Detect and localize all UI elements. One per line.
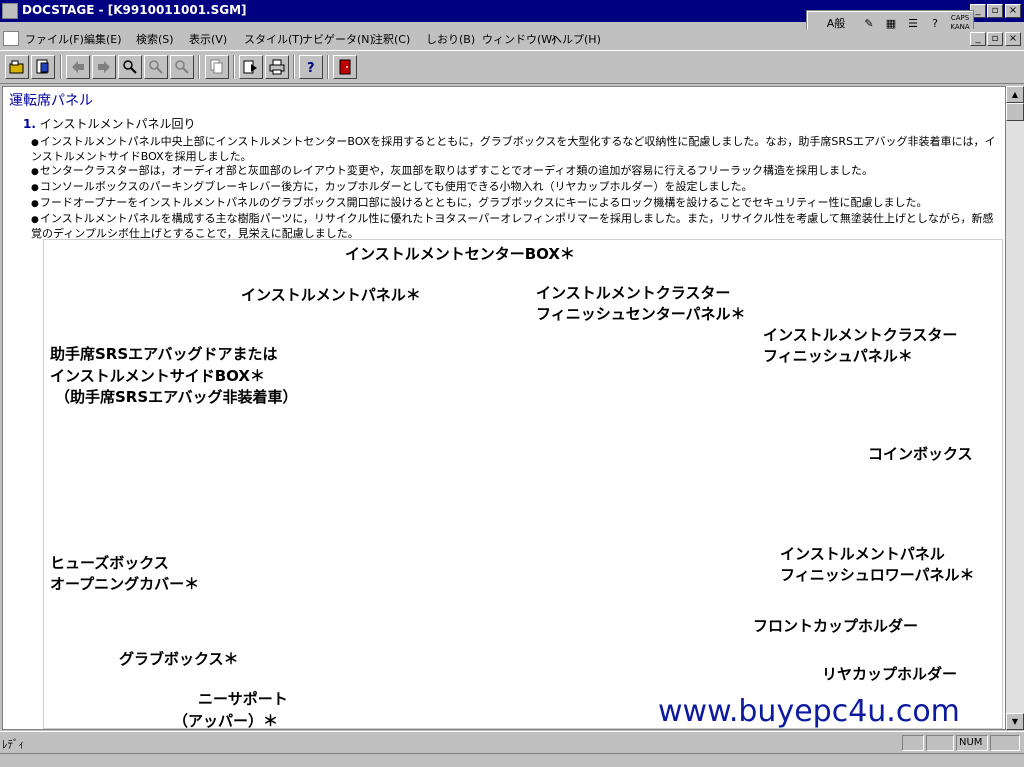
callout-airbag-door-3: （助手席SRSエアバッグ非装着車） <box>55 388 298 406</box>
menu-search[interactable]: 検索(S) <box>136 33 174 46</box>
callout-coin-box: コインボックス <box>868 445 973 463</box>
print-icon[interactable] <box>265 55 289 79</box>
callout-fuse-box-1: ヒューズボックス <box>50 554 169 572</box>
ime-mode-button[interactable]: A般 <box>826 17 846 30</box>
copy-icon[interactable] <box>205 55 229 79</box>
forward-icon[interactable] <box>92 55 116 79</box>
callout-knee-support-1: ニーサポート <box>198 690 288 708</box>
callout-glove-box: グラブボックス＊ <box>119 650 239 668</box>
ime-settings-icon[interactable]: ✎ <box>864 17 874 30</box>
exit-icon[interactable] <box>333 55 357 79</box>
callout-knee-support-2: （アッパー）＊ <box>173 712 279 730</box>
bottom-strip <box>0 753 1024 767</box>
callout-cluster-center-2: フィニッシュセンターパネル＊ <box>536 305 746 323</box>
status-pane-3 <box>990 735 1020 751</box>
scroll-up-icon[interactable]: ▲ <box>1006 86 1024 103</box>
search-icon[interactable] <box>118 55 142 79</box>
ime-pad-icon[interactable]: ▦ <box>885 17 897 30</box>
bookmark-icon[interactable] <box>31 55 55 79</box>
callout-instrument-panel: インストルメントパネル＊ <box>241 286 421 304</box>
callout-cluster-panel-1: インストルメントクラスター <box>763 326 958 344</box>
num-lock-indicator: NUM <box>956 735 988 751</box>
status-pane-1 <box>902 735 924 751</box>
dashboard-illustration <box>43 239 1003 729</box>
callout-center-box: インストルメントセンターBOX＊ <box>345 245 575 263</box>
status-pane-2 <box>926 735 954 751</box>
window-title: DOCSTAGE - [K9910011001.SGM] <box>22 3 247 17</box>
doc-close-icon[interactable]: × <box>1005 32 1021 46</box>
subsection-title: 1. インストルメントパネル回り <box>23 115 196 132</box>
back-icon[interactable] <box>66 55 90 79</box>
close-icon[interactable]: × <box>1005 4 1021 18</box>
callout-cluster-panel-2: フィニッシュパネル＊ <box>763 347 913 365</box>
navigate-icon[interactable] <box>239 55 263 79</box>
vertical-scrollbar[interactable]: ▲ ▼ <box>1006 86 1024 730</box>
callout-airbag-door-2: インストルメントサイドBOX＊ <box>50 367 265 385</box>
menu-navigator[interactable]: ナビゲータ(N) <box>302 33 374 46</box>
callout-airbag-door-1: 助手席SRSエアバッグドアまたは <box>50 345 278 363</box>
bullet-item: フードオープナーをインストルメントパネルのグラブボックス開口部に設けるとともに，… <box>31 196 1003 211</box>
title-bar: DOCSTAGE - [K9910011001.SGM] _ ▫ × <box>0 0 1024 22</box>
menu-view[interactable]: 表示(V) <box>189 33 228 46</box>
ime-dictionary-icon[interactable]: ☰ <box>908 17 918 30</box>
scroll-thumb[interactable] <box>1006 103 1024 121</box>
menu-help[interactable]: ヘルプ(H) <box>551 33 601 46</box>
menu-bookmark[interactable]: しおり(B) <box>426 33 476 46</box>
callout-cluster-center-1: インストルメントクラスター <box>536 284 731 302</box>
menu-annotation[interactable]: 注釈(C) <box>372 33 411 46</box>
restore-icon[interactable]: ▫ <box>987 4 1003 18</box>
callout-fuse-box-2: オープニングカバー＊ <box>50 575 200 593</box>
subsection-text: インストルメントパネル回り <box>39 117 196 131</box>
bullet-item: センタークラスター部は，オーディオ部と灰皿部のレイアウト変更や，灰皿部を取りはず… <box>31 164 1003 179</box>
section-title: 運転席パネル <box>9 93 93 109</box>
help-icon[interactable]: ? <box>299 55 323 79</box>
toolbar: ? <box>0 50 1024 84</box>
document-icon[interactable] <box>3 31 19 46</box>
menu-file[interactable]: ファイル(F) <box>25 33 84 46</box>
status-bar: ﾚﾃﾞｨ NUM <box>0 731 1024 753</box>
zoom-in-icon[interactable] <box>144 55 168 79</box>
menu-window[interactable]: ウィンドウ(W) <box>482 33 557 46</box>
callout-lower-panel-2: フィニッシュロワーパネル＊ <box>780 566 975 584</box>
doc-restore-icon[interactable]: ▫ <box>987 32 1003 46</box>
menu-style[interactable]: スタイル(T) <box>244 33 304 46</box>
bullet-item: インストルメントパネル中央上部にインストルメントセンターBOXを採用するとともに… <box>31 135 1003 163</box>
zoom-out-icon[interactable] <box>170 55 194 79</box>
callout-lower-panel-1: インストルメントパネル <box>780 545 945 563</box>
bullet-list: インストルメントパネル中央上部にインストルメントセンターBOXを採用するとともに… <box>31 135 1003 241</box>
menu-edit[interactable]: 編集(E) <box>84 33 122 46</box>
bullet-item: コンソールボックスのパーキングブレーキレバー後方に，カップホルダーとしても使用で… <box>31 180 1003 195</box>
app-icon[interactable] <box>2 3 18 19</box>
subsection-number: 1. <box>23 117 36 131</box>
svg-text:?: ? <box>307 61 315 75</box>
doc-minimize-icon[interactable]: _ <box>970 32 986 46</box>
watermark: www.buyepc4u.com <box>658 694 960 729</box>
callout-rear-cup-holder: リヤカップホルダー <box>822 665 958 683</box>
bullet-item: インストルメントパネルを構成する主な樹脂パーツに，リサイクル性に優れたトヨタスー… <box>31 212 1003 240</box>
status-text: ﾚﾃﾞｨ <box>2 738 24 751</box>
open-icon[interactable] <box>5 55 29 79</box>
callout-front-cup-holder: フロントカップホルダー <box>753 617 919 635</box>
scroll-down-icon[interactable]: ▼ <box>1006 713 1024 730</box>
document-view[interactable]: 運転席パネル 1. インストルメントパネル回り インストルメントパネル中央上部に… <box>2 86 1006 730</box>
menu-bar: ファイル(F) 編集(E) 検索(S) 表示(V) スタイル(T) ナビゲータ(… <box>0 29 1024 48</box>
caps-kana-indicator: CAPS KANA <box>950 14 970 31</box>
ime-help-icon[interactable]: ? <box>932 17 938 30</box>
